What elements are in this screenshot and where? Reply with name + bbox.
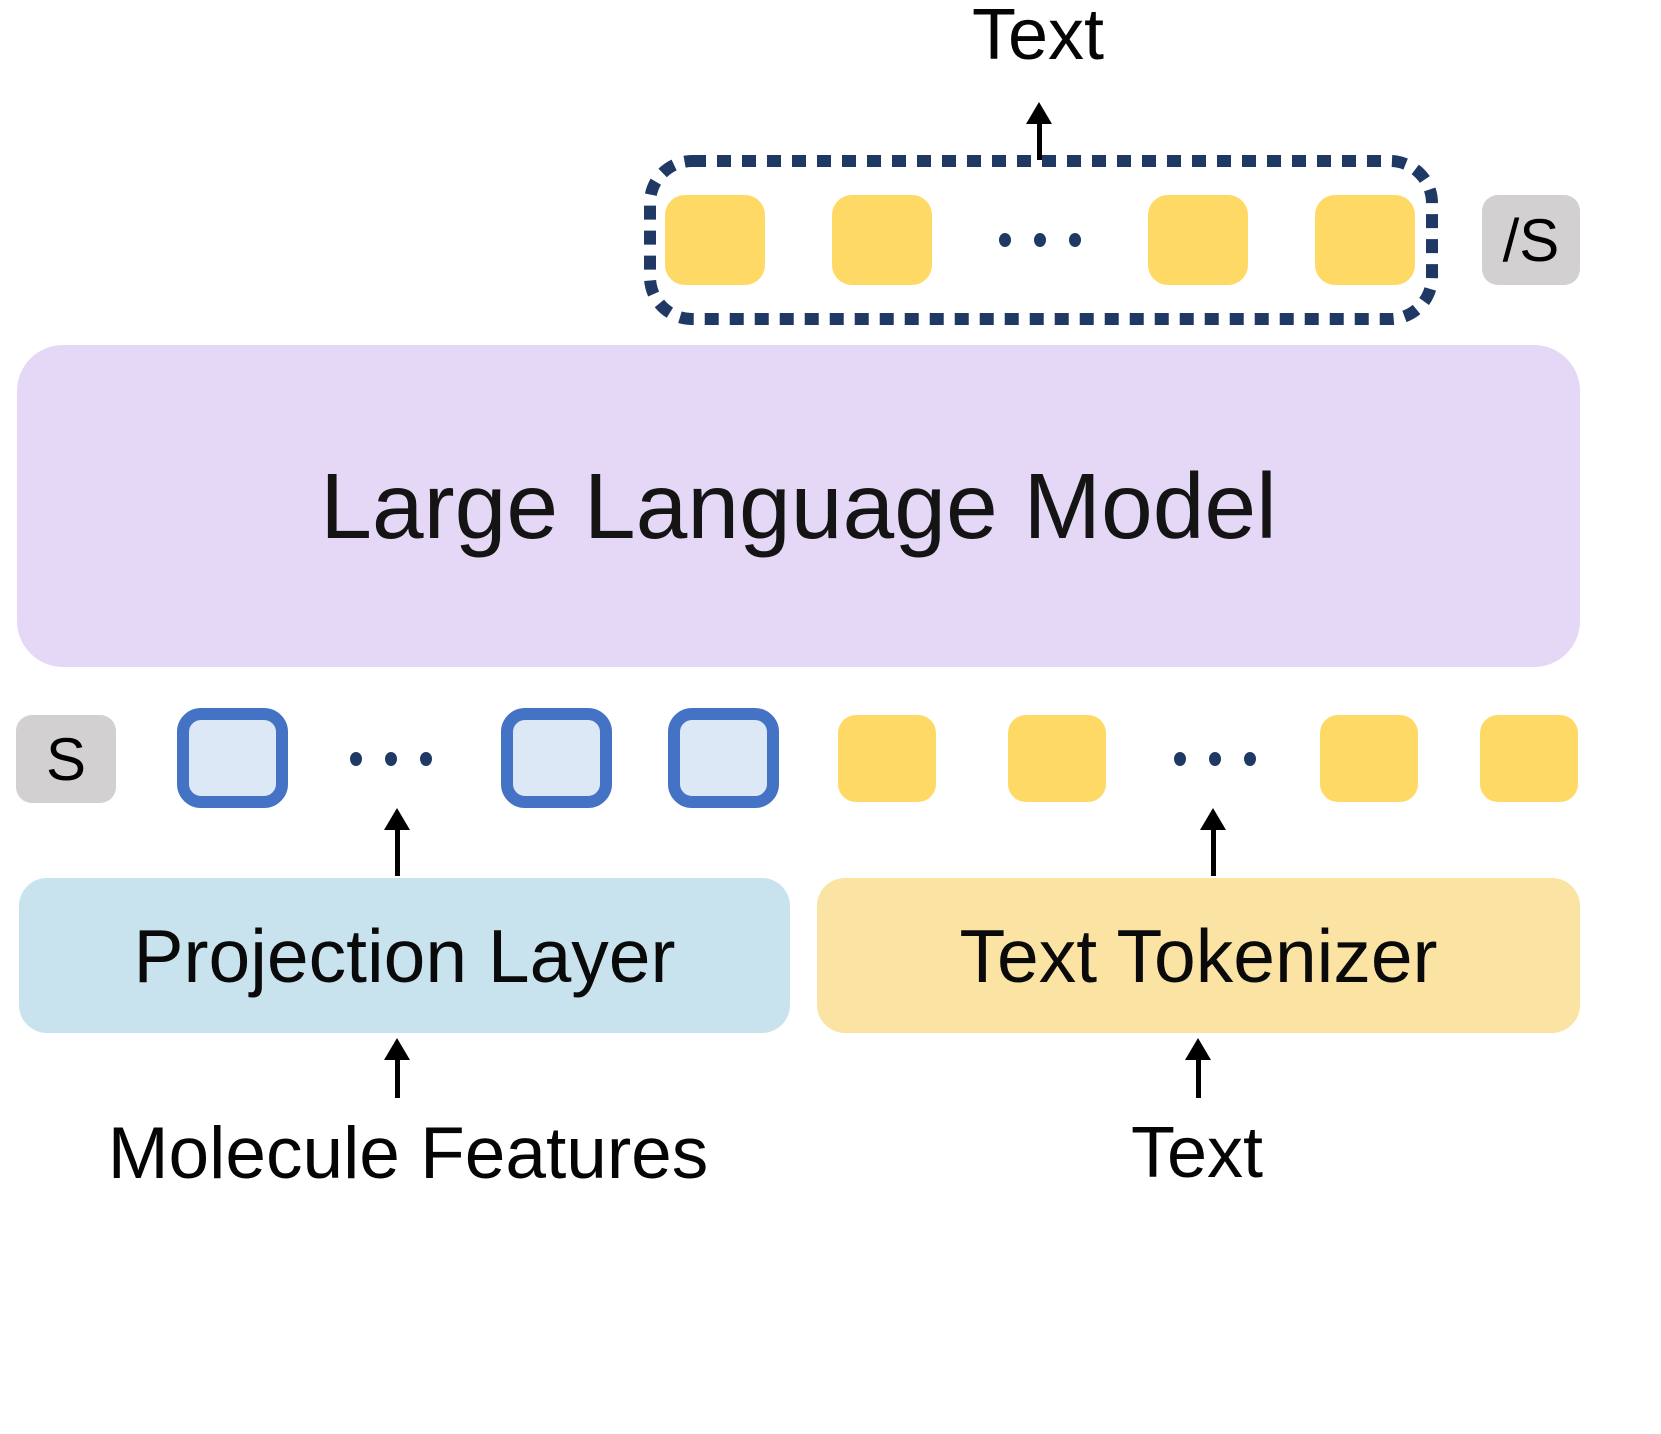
output-token-group-outline xyxy=(644,155,1438,325)
output-token xyxy=(1315,195,1415,285)
arrow-shaft xyxy=(1036,124,1042,160)
end-token-label: /S xyxy=(1502,206,1560,274)
text-token xyxy=(1320,715,1418,802)
dot-icon xyxy=(1174,752,1186,766)
output-token xyxy=(665,195,765,285)
dot-icon xyxy=(999,233,1011,247)
ellipsis-icon xyxy=(1174,752,1256,766)
ellipsis-icon xyxy=(350,752,432,766)
arrow-shaft xyxy=(1210,830,1216,876)
dot-icon xyxy=(350,752,362,766)
output-text-label: Text xyxy=(971,0,1105,75)
molecule-token xyxy=(668,708,779,808)
text-token xyxy=(1480,715,1578,802)
dashed-border-icon xyxy=(644,155,1438,325)
dot-icon xyxy=(1244,752,1256,766)
text-tokenizer-box: Text Tokenizer xyxy=(817,878,1580,1033)
output-token xyxy=(832,195,932,285)
output-token xyxy=(1148,195,1248,285)
arrow-up-text-input-icon xyxy=(1184,1038,1212,1098)
text-tokenizer-label: Text Tokenizer xyxy=(959,913,1438,998)
molecule-token xyxy=(177,708,288,808)
start-of-sequence-token: S xyxy=(16,715,116,803)
projection-layer-box: Projection Layer xyxy=(19,878,790,1033)
input-text-label: Text xyxy=(1130,1113,1264,1193)
arrow-up-molecule-features-icon xyxy=(383,1038,411,1098)
dot-icon xyxy=(385,752,397,766)
projection-layer-label: Projection Layer xyxy=(133,913,676,998)
arrow-head-icon xyxy=(384,808,410,830)
arrow-shaft xyxy=(394,830,400,876)
text-token xyxy=(838,715,936,802)
arrow-head-icon xyxy=(1185,1038,1211,1060)
arrow-shaft xyxy=(1195,1060,1201,1098)
end-of-sequence-token: /S xyxy=(1482,195,1580,285)
dot-icon xyxy=(1209,752,1221,766)
arrow-up-tokenizer-icon xyxy=(1199,808,1227,876)
arrow-head-icon xyxy=(384,1038,410,1060)
arrow-up-output-icon xyxy=(1025,102,1053,160)
arrow-head-icon xyxy=(1026,102,1052,124)
llm-box: Large Language Model xyxy=(17,345,1580,667)
arrow-head-icon xyxy=(1200,808,1226,830)
dot-icon xyxy=(1069,233,1081,247)
ellipsis-icon xyxy=(999,233,1081,247)
molecule-features-label: Molecule Features xyxy=(107,1113,709,1194)
text-token xyxy=(1008,715,1106,802)
molecule-token xyxy=(501,708,612,808)
arrow-shaft xyxy=(394,1060,400,1098)
dot-icon xyxy=(420,752,432,766)
start-token-label: S xyxy=(45,725,87,793)
llm-label: Large Language Model xyxy=(320,453,1277,558)
arrow-up-projection-icon xyxy=(383,808,411,876)
dot-icon xyxy=(1034,233,1046,247)
